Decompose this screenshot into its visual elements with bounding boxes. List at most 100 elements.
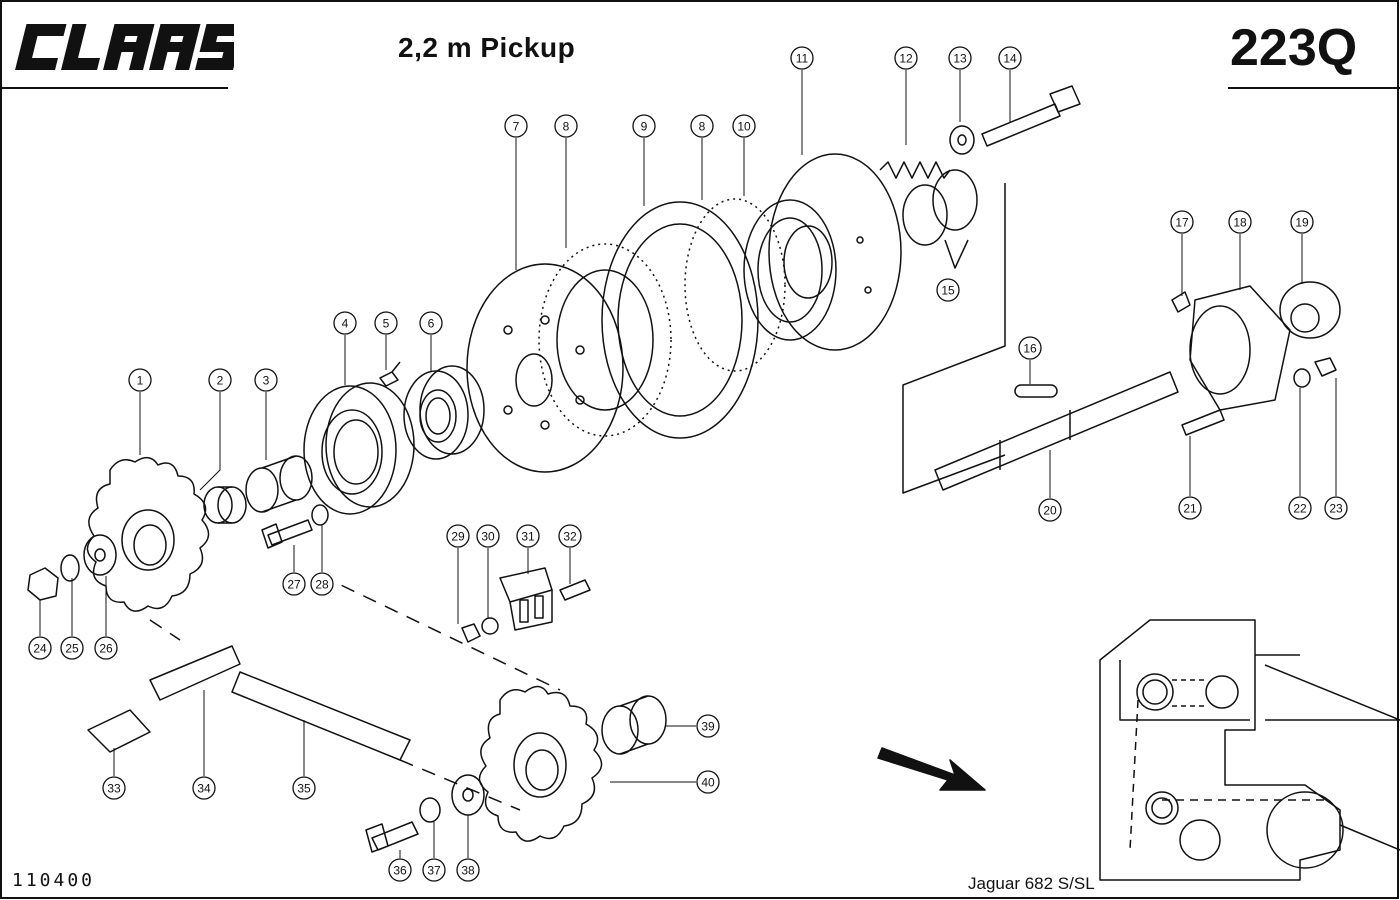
callout-label: 39 — [701, 720, 715, 734]
shaft-group-frame — [902, 183, 1006, 494]
chain-tensioner-31 — [499, 567, 553, 631]
callout-label: 34 — [197, 782, 211, 796]
callout-label: 40 — [701, 776, 715, 790]
bearing-6 — [403, 365, 485, 460]
callout-35: 35 — [292, 776, 316, 800]
callout-16: 16 — [1018, 336, 1042, 360]
callout-label: 16 — [1023, 342, 1037, 356]
washer-22 — [1293, 368, 1311, 388]
callout-circle — [374, 311, 398, 335]
model-label: Jaguar 682 S/SL — [968, 874, 1095, 893]
callout-27: 27 — [282, 572, 306, 596]
key-16 — [1014, 384, 1058, 398]
washer-13 — [949, 125, 975, 155]
callout-17: 17 — [1170, 210, 1194, 234]
callout-label: 6 — [428, 317, 435, 331]
washer-28 — [311, 504, 329, 526]
pressure-plate-11 — [768, 153, 902, 351]
sleeve-39 — [601, 695, 667, 755]
callout-label: 13 — [953, 52, 967, 66]
callout-36: 36 — [388, 858, 412, 882]
callout-circle — [292, 776, 316, 800]
callout-label: 3 — [263, 374, 270, 388]
disc-springs-15 — [902, 169, 978, 246]
callout-23: 23 — [1324, 496, 1348, 520]
callout-circle — [696, 714, 720, 738]
callout-label: 21 — [1183, 502, 1197, 516]
callout-circle — [128, 368, 152, 392]
callout-label: 8 — [563, 120, 570, 134]
callout-label: 38 — [461, 864, 475, 878]
callout-circle — [192, 776, 216, 800]
washer-26 — [83, 534, 117, 576]
callout-label: 8 — [699, 120, 706, 134]
callout-28: 28 — [310, 572, 334, 596]
callout-label: 1 — [137, 374, 144, 388]
callout-label: 17 — [1175, 216, 1189, 230]
callout-18: 18 — [1228, 210, 1252, 234]
callout-40: 40 — [696, 770, 720, 794]
grease-nipple-17 — [1171, 291, 1191, 313]
callout-label: 18 — [1233, 216, 1247, 230]
callout-13: 13 — [948, 46, 972, 70]
callout-21: 21 — [1178, 496, 1202, 520]
callout-circle — [1288, 496, 1312, 520]
callout-circle — [456, 858, 480, 882]
callout-label: 35 — [297, 782, 311, 796]
callout-circle — [419, 311, 443, 335]
callout-10: 10 — [732, 114, 756, 138]
callout-3: 3 — [254, 368, 278, 392]
callout-label: 19 — [1295, 216, 1309, 230]
bearing-19 — [1279, 281, 1341, 339]
callout-label: 11 — [796, 52, 809, 66]
callout-label: 7 — [513, 120, 520, 134]
callout-label: 37 — [427, 864, 441, 878]
friction-disc-8 — [538, 198, 786, 437]
callout-14: 14 — [998, 46, 1022, 70]
callout-circle — [632, 114, 656, 138]
nut-23 — [1314, 357, 1337, 377]
callout-33: 33 — [102, 776, 126, 800]
callout-34: 34 — [192, 776, 216, 800]
nut-29 — [461, 623, 481, 643]
callout-circle — [310, 572, 334, 596]
flange-housing-18 — [1189, 285, 1291, 411]
callout-circle — [333, 311, 357, 335]
sprocket-1 — [86, 456, 210, 612]
callout-circle — [1018, 336, 1042, 360]
direction-arrow — [877, 747, 986, 791]
callout-20: 20 — [1038, 498, 1062, 522]
bolt-21 — [1181, 409, 1225, 436]
image-number: 110400 — [12, 870, 96, 891]
callout-label: 4 — [342, 317, 349, 331]
callout-circle — [1324, 496, 1348, 520]
callout-label: 10 — [737, 120, 751, 134]
callout-circle — [1290, 210, 1314, 234]
callout-label: 22 — [1293, 502, 1307, 516]
callout-circle — [558, 524, 582, 548]
bolt-14 — [981, 85, 1081, 147]
callout-25: 25 — [60, 636, 84, 660]
callout-circle — [504, 114, 528, 138]
callout-label: 14 — [1003, 52, 1017, 66]
callout-label: 30 — [481, 530, 495, 544]
callout-circle — [94, 636, 118, 660]
washer-30 — [481, 617, 499, 635]
callout-6: 6 — [419, 311, 443, 335]
roller-chain-35 — [231, 671, 411, 761]
callout-circle — [208, 368, 232, 392]
callout-22: 22 — [1288, 496, 1312, 520]
callout-circle — [102, 776, 126, 800]
bearing-housing-4 — [303, 382, 415, 515]
washer-37 — [419, 797, 441, 823]
diagram-title: 2,2 m Pickup — [398, 32, 576, 63]
callout-26: 26 — [94, 636, 118, 660]
page-code: 223Q — [1230, 19, 1358, 77]
washer-25 — [60, 554, 80, 582]
callout-circle — [790, 46, 814, 70]
callout-5: 5 — [374, 311, 398, 335]
sleeve-3 — [245, 455, 313, 513]
callout-19: 19 — [1290, 210, 1314, 234]
